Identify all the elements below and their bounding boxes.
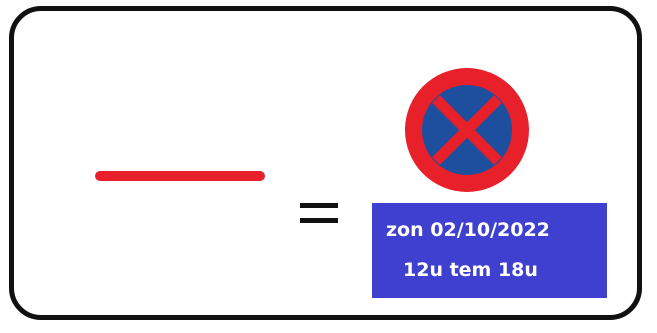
red-road-marking-line-icon xyxy=(95,171,265,181)
equals-bottom-bar xyxy=(300,218,338,223)
no-stopping-sign-icon xyxy=(405,68,529,192)
sign-frame xyxy=(9,6,642,320)
panel-date-text: zon 02/10/2022 xyxy=(386,219,550,241)
equals-icon xyxy=(300,196,340,230)
sign-cross-stroke xyxy=(432,95,502,165)
date-time-info-panel: zon 02/10/2022 12u tem 18u xyxy=(372,203,607,298)
equals-top-bar xyxy=(300,203,338,208)
panel-time-text: 12u tem 18u xyxy=(403,259,538,281)
